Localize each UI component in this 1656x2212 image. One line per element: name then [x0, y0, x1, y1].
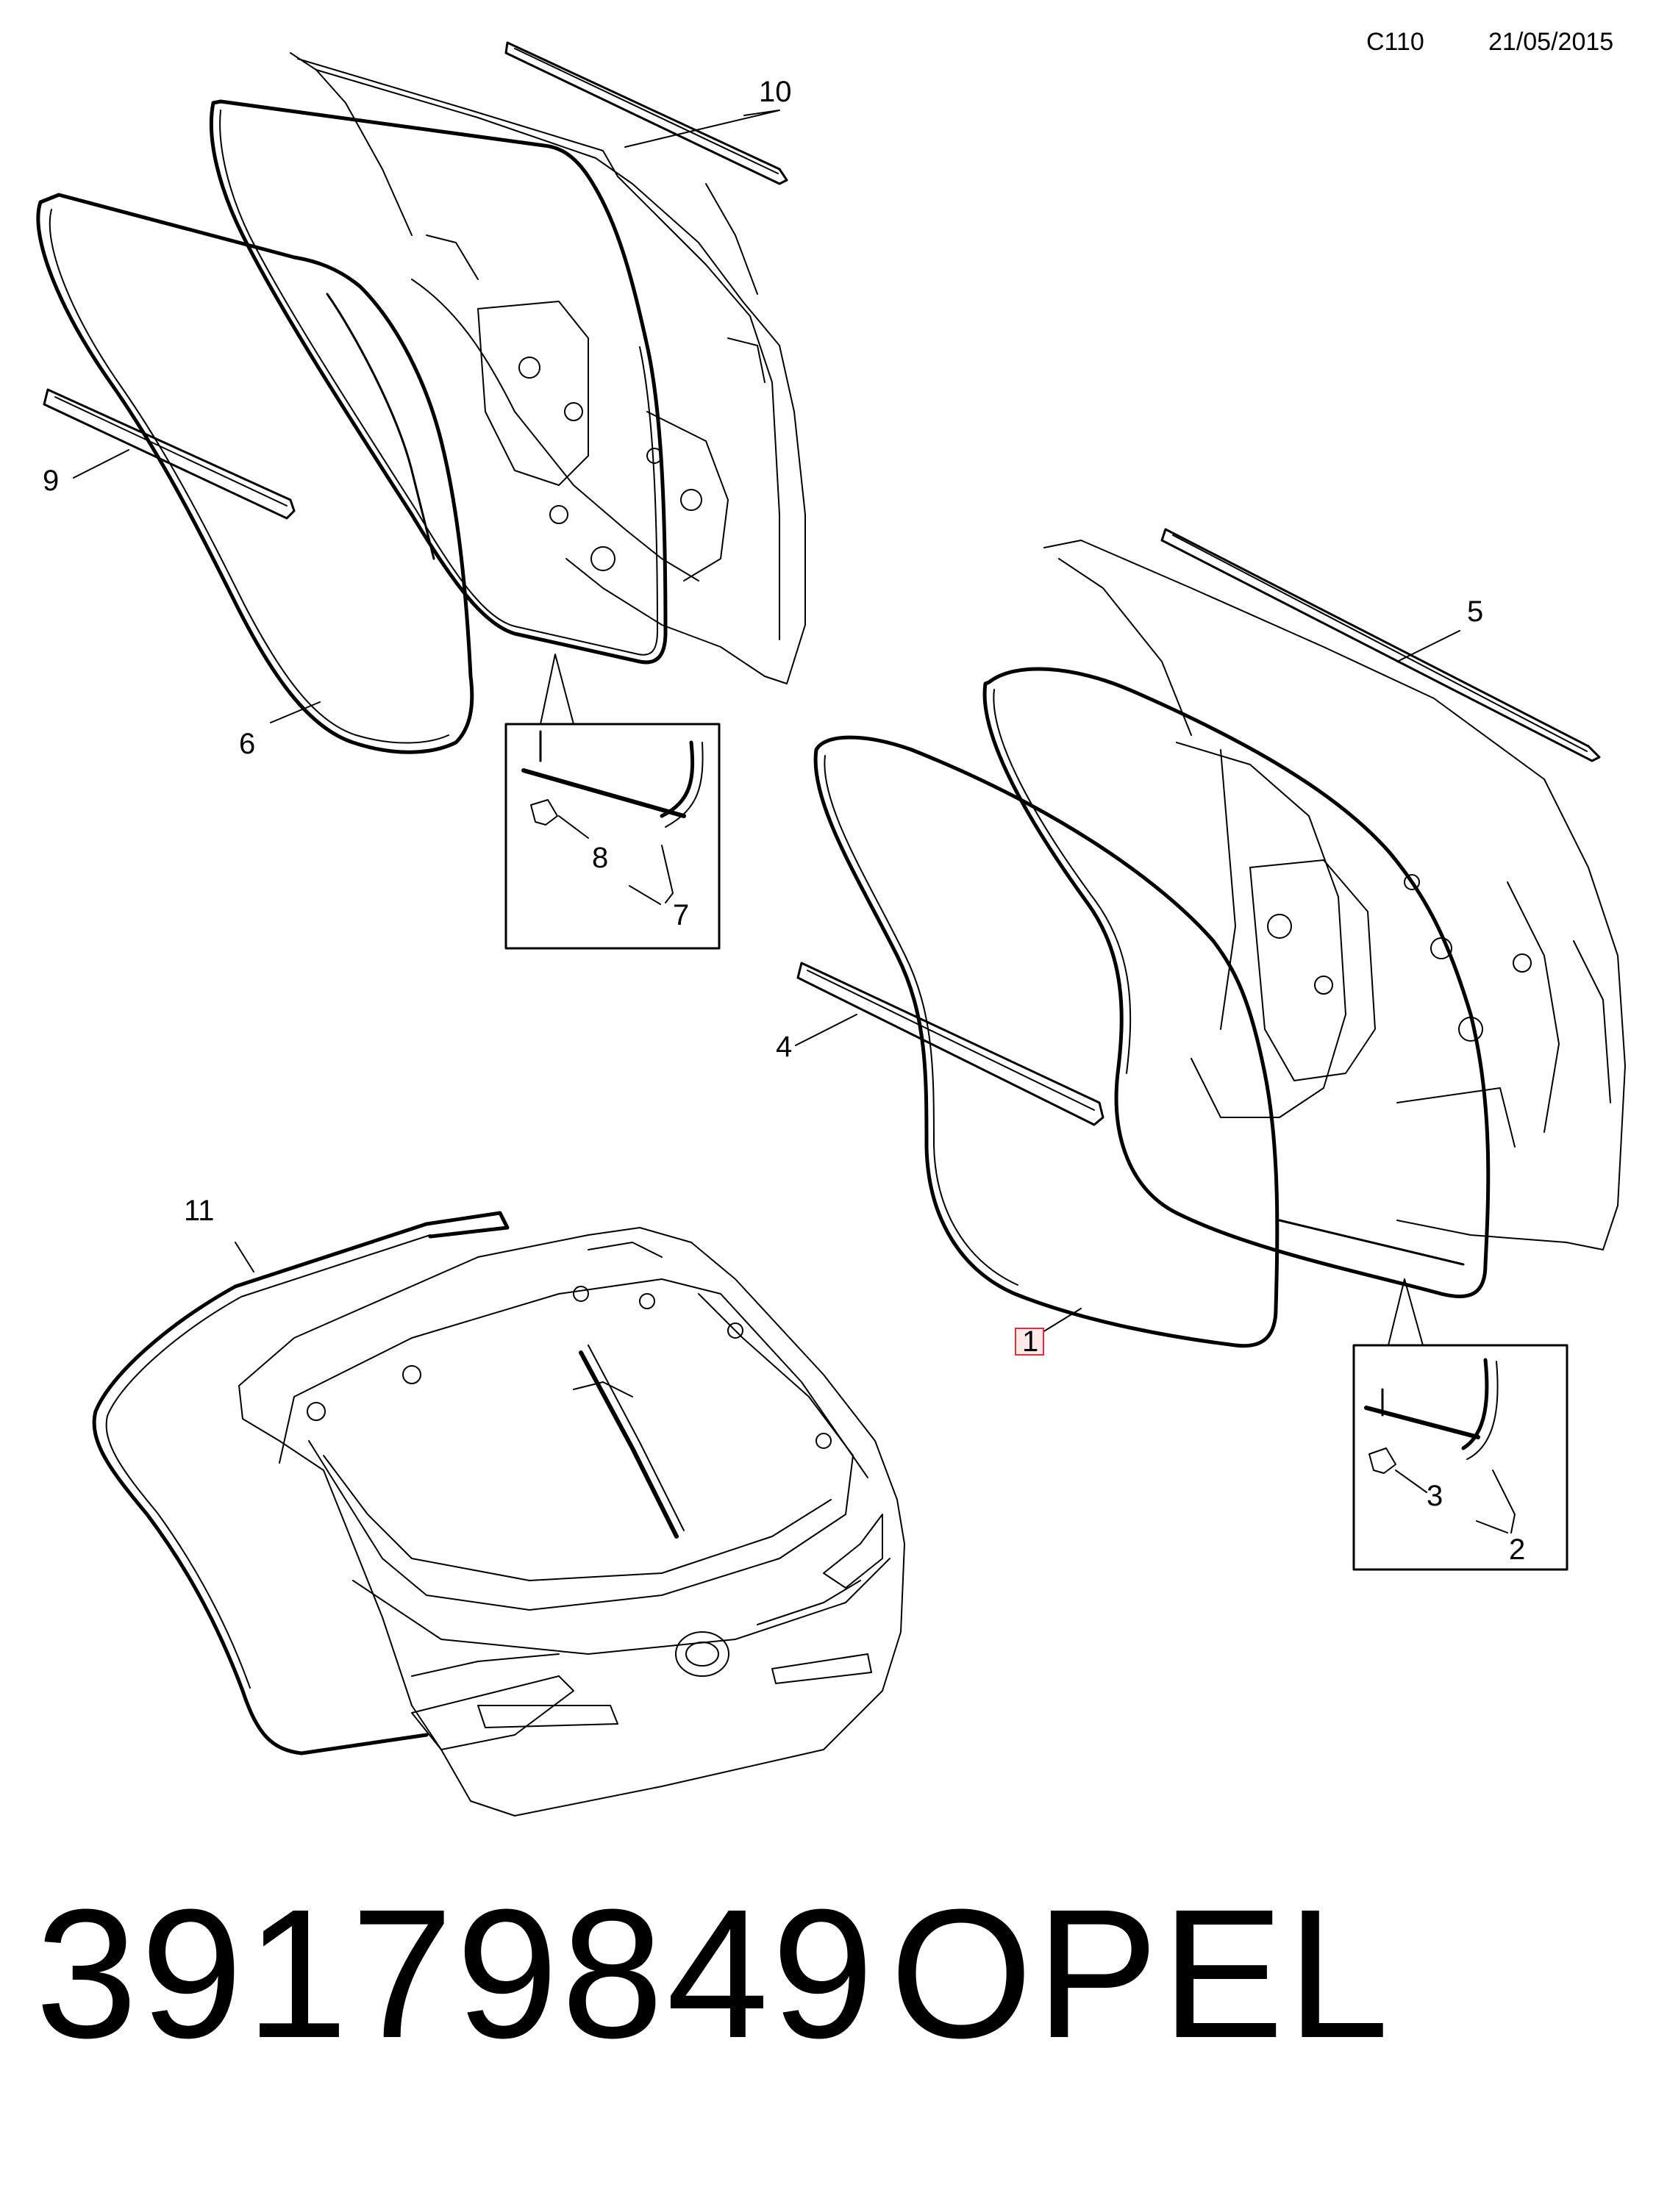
part-number: 39179849	[35, 1871, 877, 2076]
callout-7[interactable]: 7	[673, 899, 689, 931]
rear-door-inner-seal	[209, 99, 668, 665]
callout-10[interactable]: 10	[759, 76, 792, 108]
clip-icon-front	[1368, 1447, 1396, 1474]
leader-lines	[73, 110, 1516, 1533]
callout-11[interactable]: 11	[184, 1195, 215, 1227]
front-belt-strip	[1160, 528, 1601, 762]
tailgate-seal	[92, 1222, 429, 1755]
rear-door-panel	[290, 52, 806, 684]
rear-window-channel-strip	[43, 388, 296, 520]
callout-8[interactable]: 8	[592, 842, 608, 874]
clip-icon-rear	[530, 799, 558, 826]
callout-9[interactable]: 9	[43, 465, 59, 497]
callout-1[interactable]: 1	[1022, 1325, 1038, 1358]
diagram-date: 21/05/2015	[1488, 28, 1614, 56]
front-door-inner-seal	[982, 667, 1491, 1299]
callout-5[interactable]: 5	[1467, 595, 1483, 628]
rear-belt-strip	[504, 41, 788, 185]
front-door-outer-seal	[813, 735, 1280, 1348]
callout-6[interactable]: 6	[239, 728, 255, 760]
brand-name: OPEL	[890, 1871, 1392, 2076]
tailgate-panel	[238, 1227, 905, 1817]
detail-box-front	[1352, 1344, 1568, 1571]
rear-door-outer-seal	[36, 193, 474, 754]
callout-1-highlight	[1015, 1328, 1044, 1356]
detail-box-rear	[504, 723, 721, 950]
front-door-panel	[1043, 540, 1626, 1250]
diagram-code: C110	[1366, 28, 1424, 56]
callout-4[interactable]: 4	[776, 1031, 792, 1063]
parts-diagram: 1 2 3 4 5 6 7 8 9 10 11	[36, 41, 1626, 1817]
front-window-channel-strip	[796, 962, 1104, 1126]
callout-3[interactable]: 3	[1427, 1480, 1443, 1512]
callout-2[interactable]: 2	[1509, 1533, 1525, 1566]
